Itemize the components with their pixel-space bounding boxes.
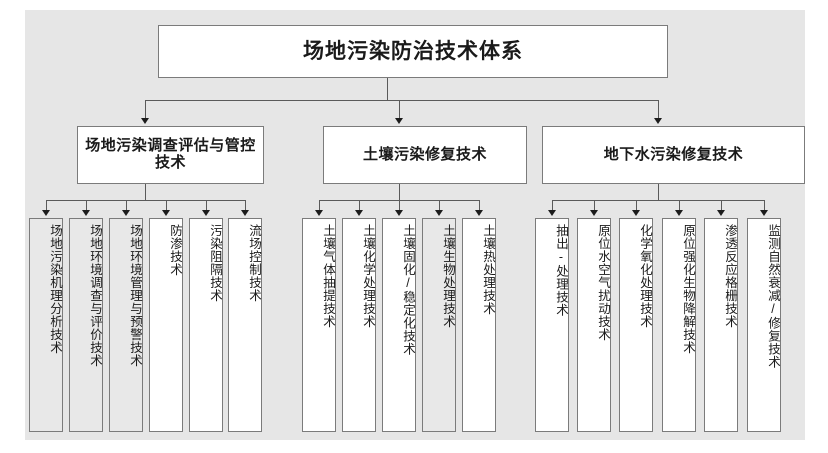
connector-group1-leaf0 bbox=[319, 200, 320, 212]
arrow-group2-leaf3 bbox=[675, 210, 683, 216]
arrow-group2-leaf0 bbox=[548, 210, 556, 216]
connector-group0-leaf4 bbox=[206, 200, 207, 212]
leaf-node: 防渗技术 bbox=[149, 218, 183, 432]
connector-group2-stem bbox=[658, 184, 659, 200]
connector-cat2-drop bbox=[658, 100, 659, 120]
arrow-group1-leaf3 bbox=[435, 210, 443, 216]
arrow-group0-leaf5 bbox=[241, 210, 249, 216]
arrow-group1-leaf2 bbox=[395, 210, 403, 216]
leaf-label: 场地污染机理分析技术 bbox=[48, 224, 62, 354]
leaf-node: 土壤气体抽提技术 bbox=[302, 218, 336, 432]
leaf-node: 污染阻隔技术 bbox=[189, 218, 223, 432]
leaf-label: 防渗技术 bbox=[168, 224, 182, 276]
connector-group2-bus bbox=[552, 200, 764, 201]
leaf-label: 土壤气体抽提技术 bbox=[321, 224, 335, 328]
arrow-group0-leaf0 bbox=[42, 210, 50, 216]
leaf-node: 场地环境管理与预警技术 bbox=[109, 218, 143, 432]
arrow-group2-leaf1 bbox=[590, 210, 598, 216]
leaf-label: 渗透反应格栅技术 bbox=[723, 224, 737, 328]
connector-group0-bus bbox=[46, 200, 245, 201]
connector-group0-leaf3 bbox=[166, 200, 167, 212]
connector-group2-leaf1 bbox=[594, 200, 595, 212]
leaf-label: 土壤化学处理技术 bbox=[361, 224, 375, 328]
leaf-node: 原位水空气扰动技术 bbox=[577, 218, 611, 432]
arrow-group0-leaf1 bbox=[82, 210, 90, 216]
leaf-label: 土壤热处理技术 bbox=[481, 224, 495, 315]
category-node-2: 地下水污染修复技术 bbox=[542, 126, 805, 184]
connector-group1-leaf3 bbox=[439, 200, 440, 212]
leaf-node: 场地污染机理分析技术 bbox=[29, 218, 63, 432]
arrow-cat2 bbox=[654, 118, 662, 124]
arrow-group0-leaf4 bbox=[202, 210, 210, 216]
leaf-label: 流场控制技术 bbox=[247, 224, 261, 302]
leaf-label: 原位水空气扰动技术 bbox=[596, 224, 610, 341]
leaf-node: 土壤热处理技术 bbox=[462, 218, 496, 432]
connector-group2-leaf0 bbox=[552, 200, 553, 212]
leaf-node: 土壤生物处理技术 bbox=[422, 218, 456, 432]
leaf-label: 化学氧化处理技术 bbox=[638, 224, 652, 328]
root-node: 场地污染防治技术体系 bbox=[158, 25, 668, 78]
category-label-2: 地下水污染修复技术 bbox=[603, 145, 744, 163]
connector-group2-leaf2 bbox=[636, 200, 637, 212]
connector-group1-leaf1 bbox=[359, 200, 360, 212]
leaf-node: 场地环境调查与评价技术 bbox=[69, 218, 103, 432]
connector-root-stem bbox=[387, 78, 388, 100]
category-label-0: 场地污染调查评估与管控技术 bbox=[85, 137, 256, 171]
leaf-node: 土壤固化/稳定化技术 bbox=[382, 218, 416, 432]
arrow-cat1 bbox=[395, 118, 403, 124]
leaf-node: 抽出-处理技术 bbox=[535, 218, 569, 432]
leaf-label: 监测自然衰减/修复技术 bbox=[766, 224, 780, 369]
arrow-group1-leaf4 bbox=[475, 210, 483, 216]
arrow-group2-leaf2 bbox=[632, 210, 640, 216]
connector-group2-leaf3 bbox=[679, 200, 680, 212]
connector-cat0-drop bbox=[145, 100, 146, 120]
leaf-node: 原位强化生物降解技术 bbox=[662, 218, 696, 432]
connector-group0-stem bbox=[145, 184, 146, 200]
leaf-label: 土壤生物处理技术 bbox=[441, 224, 455, 328]
leaf-node: 土壤化学处理技术 bbox=[342, 218, 376, 432]
connector-group1-leaf4 bbox=[479, 200, 480, 212]
connector-group0-leaf1 bbox=[86, 200, 87, 212]
connector-group0-leaf5 bbox=[245, 200, 246, 212]
leaf-label: 抽出-处理技术 bbox=[554, 224, 568, 317]
connector-group1-leaf2 bbox=[399, 200, 400, 212]
leaf-label: 场地环境调查与评价技术 bbox=[88, 224, 102, 367]
connector-level1-bus bbox=[145, 100, 658, 101]
arrow-cat0 bbox=[141, 118, 149, 124]
leaf-node: 流场控制技术 bbox=[228, 218, 262, 432]
connector-cat1-drop bbox=[399, 100, 400, 120]
leaf-node: 监测自然衰减/修复技术 bbox=[747, 218, 781, 432]
leaf-label: 污染阻隔技术 bbox=[208, 224, 222, 302]
arrow-group1-leaf0 bbox=[315, 210, 323, 216]
diagram-canvas: 场地污染防治技术体系 场地污染调查评估与管控技术 土壤污染修复技术 地下水污染修… bbox=[25, 10, 805, 440]
arrow-group2-leaf4 bbox=[717, 210, 725, 216]
category-label-1: 土壤污染修复技术 bbox=[362, 145, 487, 163]
leaf-node: 渗透反应格栅技术 bbox=[704, 218, 738, 432]
connector-group2-leaf5 bbox=[764, 200, 765, 212]
category-node-0: 场地污染调查评估与管控技术 bbox=[77, 126, 264, 184]
arrow-group0-leaf3 bbox=[162, 210, 170, 216]
arrow-group0-leaf2 bbox=[122, 210, 130, 216]
leaf-node: 化学氧化处理技术 bbox=[619, 218, 653, 432]
leaf-label: 原位强化生物降解技术 bbox=[681, 224, 695, 354]
leaf-label: 场地环境管理与预警技术 bbox=[128, 224, 142, 367]
connector-group0-leaf0 bbox=[46, 200, 47, 212]
connector-group2-leaf4 bbox=[721, 200, 722, 212]
arrow-group2-leaf5 bbox=[760, 210, 768, 216]
connector-group1-stem bbox=[399, 184, 400, 200]
category-node-1: 土壤污染修复技术 bbox=[323, 126, 527, 184]
connector-group0-leaf2 bbox=[126, 200, 127, 212]
arrow-group1-leaf1 bbox=[355, 210, 363, 216]
leaf-label: 土壤固化/稳定化技术 bbox=[401, 224, 415, 356]
